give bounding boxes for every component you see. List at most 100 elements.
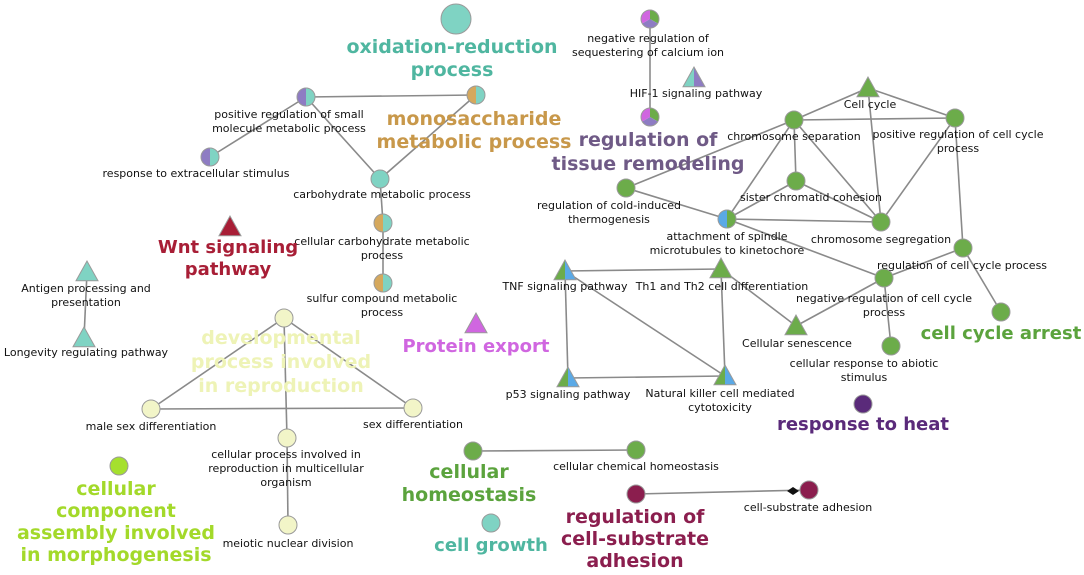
label-p53: p53 signaling pathway <box>506 388 631 401</box>
edge-th1-senesc <box>720 268 797 327</box>
edge-tnf-th1 <box>564 268 722 272</box>
node-malesex[interactable] <box>141 399 161 419</box>
edge-attach-negregcc <box>726 218 885 279</box>
label-carb: carbohydrate metabolic process <box>293 188 471 201</box>
node-mono[interactable] <box>466 85 486 105</box>
node-cellrepro[interactable] <box>277 428 297 448</box>
node-celladh[interactable] <box>799 480 819 500</box>
edge-devproc-malesex <box>150 317 285 410</box>
node-attach[interactable] <box>717 209 737 229</box>
edge-regccp-ccarrest <box>962 247 1002 313</box>
node-regcold[interactable] <box>616 178 636 198</box>
node-cellhomeo[interactable] <box>463 441 483 461</box>
node-regadh[interactable] <box>626 484 646 504</box>
node-tnf[interactable] <box>553 258 577 281</box>
node-meiotic[interactable] <box>278 515 298 535</box>
node-longevity[interactable] <box>72 325 96 348</box>
edge-regadh-celladh <box>635 489 810 495</box>
label-malesex: male sex differentiation <box>86 420 217 433</box>
node-sister[interactable] <box>786 171 806 191</box>
node-cellgrowth[interactable] <box>481 513 501 533</box>
node-th1[interactable] <box>709 256 733 279</box>
edge-cellhomeo-chemhomeo <box>472 449 637 452</box>
node-wnt[interactable] <box>218 214 242 237</box>
edge-chromsep-chromseg <box>793 119 882 223</box>
node-carb[interactable] <box>370 169 390 189</box>
node-nk[interactable] <box>713 363 737 386</box>
node-oxred[interactable] <box>440 3 472 35</box>
edge-attach-chromseg <box>726 218 882 223</box>
node-tissrem[interactable] <box>640 107 660 127</box>
group-label-cellgrowth: cell growth <box>434 535 548 556</box>
node-senesc[interactable] <box>784 313 808 336</box>
group-label-protexp: Protein export <box>402 336 549 357</box>
node-chromsep[interactable] <box>784 110 804 130</box>
edge-devproc-sexdiff <box>283 317 414 409</box>
edge-p53-nk <box>567 375 726 379</box>
node-p53[interactable] <box>556 365 580 388</box>
edge-posreg-resp <box>209 96 307 158</box>
edge-negregcc-senesc <box>795 277 885 327</box>
node-ccam[interactable] <box>109 456 129 476</box>
node-sexdiff[interactable] <box>403 398 423 418</box>
node-resp[interactable] <box>200 147 220 167</box>
label-sister: sister chromatid cohesion <box>740 191 882 204</box>
edge-regcold-attach <box>625 187 728 220</box>
node-cellcarb[interactable] <box>373 213 393 233</box>
group-label-heat: response to heat <box>777 414 949 435</box>
edge-cellcycle-chromsep <box>793 87 869 121</box>
edge-sister-attach <box>726 180 797 220</box>
node-heat[interactable] <box>853 394 873 414</box>
node-negregcc[interactable] <box>874 268 894 288</box>
edge-tnf-nk <box>564 270 726 377</box>
nodes-layer <box>72 3 1011 535</box>
label-chromseg: chromosome segregation <box>811 233 951 246</box>
edge-posreg-mono <box>305 94 477 98</box>
label-chemhomeo: cellular chemical homeostasis <box>553 460 719 473</box>
edge-sister-chromseg <box>795 180 882 223</box>
node-posreg[interactable] <box>296 87 316 107</box>
edge-devproc-cellrepro <box>283 317 288 439</box>
group-label-ccarrest: cell cycle arrest <box>921 323 1082 344</box>
node-negseq[interactable] <box>640 9 660 29</box>
node-antigen[interactable] <box>75 259 99 282</box>
node-regccp[interactable] <box>953 238 973 258</box>
node-ccarrest[interactable] <box>991 302 1011 322</box>
node-chemhomeo[interactable] <box>626 440 646 460</box>
label-chromsep: chromosome separation <box>727 130 861 143</box>
edge-malesex-sexdiff <box>150 407 414 410</box>
node-cellcycle[interactable] <box>856 75 880 98</box>
edge-posregcc-chromseg <box>880 117 956 223</box>
edge-chromsep-sister <box>793 119 797 182</box>
label-th1: Th1 and Th2 cell differentiation <box>635 280 809 293</box>
node-sulfur[interactable] <box>373 273 393 293</box>
node-hif[interactable] <box>682 65 706 88</box>
edge-cellcycle-chromseg <box>867 87 882 223</box>
label-cellcycle: Cell cycle <box>844 98 897 111</box>
node-posregcc[interactable] <box>945 108 965 128</box>
node-protexp[interactable] <box>464 311 488 334</box>
label-tnf: TNF signaling pathway <box>501 280 628 293</box>
node-abiotic[interactable] <box>881 336 901 356</box>
label-senesc: Cellular senescence <box>742 337 852 350</box>
node-chromseg[interactable] <box>871 212 891 232</box>
edge-cellrepro-meiotic <box>286 437 289 526</box>
edges-layer <box>83 19 1002 526</box>
label-regccp: regulation of cell cycle process <box>877 259 1047 272</box>
node-devproc[interactable] <box>274 308 294 328</box>
label-resp: response to extracellular stimulus <box>103 167 290 180</box>
